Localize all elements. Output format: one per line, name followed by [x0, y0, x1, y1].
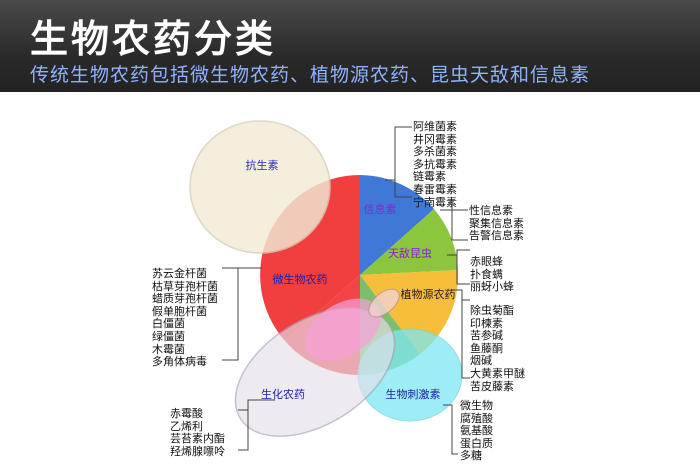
label-antibiotic: 抗生素 — [246, 158, 279, 172]
list-item: 除虫菊酯 — [470, 304, 514, 317]
list-item: 白僵菌 — [152, 317, 185, 331]
header-banner: 生物农药分类 传统生物农药包括微生物农药、植物源农药、昆虫天敌和信息素 — [0, 0, 700, 92]
list-item: 枯草芽孢杆菌 — [152, 279, 218, 293]
wedge-pheromone — [360, 175, 434, 275]
list-item: 链霉素 — [413, 170, 446, 184]
wedge-natural-enemy — [360, 209, 458, 275]
list-item: 大黄素甲醚 — [470, 366, 525, 380]
list-item: 春雷霉素 — [413, 182, 457, 196]
bracket-lines — [222, 126, 470, 455]
ellipse-biochemical-overlap — [304, 298, 382, 362]
list-item: 假单胞杆菌 — [152, 304, 207, 318]
label-microbial: 微生物农药 — [273, 272, 328, 286]
list-item: 多角体病毒 — [152, 355, 207, 369]
list-item: 蜡质芽孢杆菌 — [152, 292, 218, 306]
label-botanical: 植物源农药 — [401, 287, 456, 301]
natural-enemy-example-list: 赤眼蜂扑食螨丽蚜小蜂 — [470, 255, 514, 294]
list-item: 性信息素 — [469, 204, 513, 217]
label-biochemical: 生化农药 — [261, 387, 305, 401]
list-item: 羟烯腺嘌呤 — [170, 444, 225, 458]
antibiotic-example-list: 阿维菌素井冈霉素多杀菌素多抗霉素链霉素春雷霉素宁南霉素 — [413, 120, 457, 209]
list-item: 芸苔素内酯 — [170, 432, 225, 446]
list-item: 烟碱 — [470, 354, 492, 368]
list-item: 丽蚜小蜂 — [470, 280, 514, 294]
list-item: 多糖 — [460, 449, 482, 463]
list-item: 氨基酸 — [460, 424, 493, 438]
list-item: 赤霉酸 — [170, 407, 203, 420]
list-item: 告警信息素 — [469, 229, 524, 243]
list-item: 印楝素 — [470, 316, 503, 330]
list-item: 宁南霉素 — [413, 195, 457, 209]
list-item: 聚集信息素 — [469, 216, 524, 230]
microbial-example-list: 苏云金杆菌枯草芽孢杆菌蜡质芽孢杆菌假单胞杆菌白僵菌绿僵菌木霉菌多角体病毒 — [152, 267, 218, 369]
small-overlap-marker — [368, 288, 400, 318]
pheromone-example-list: 性信息素聚集信息素告警信息素 — [469, 204, 524, 243]
label-bio-stimulant: 生物刺激素 — [386, 387, 441, 401]
list-item: 苦参碱 — [470, 329, 503, 343]
list-item: 赤眼蜂 — [470, 255, 503, 268]
list-item: 苏云金杆菌 — [152, 267, 207, 280]
page-subtitle: 传统生物农药包括微生物农药、植物源农药、昆虫天敌和信息素 — [30, 64, 591, 86]
list-item: 多抗霉素 — [413, 157, 457, 171]
biochemical-example-list: 赤霉酸乙烯利芸苔素内酯羟烯腺嘌呤 — [170, 407, 225, 458]
list-item: 蛋白质 — [460, 436, 493, 450]
bio-stimulant-example-list: 微生物腐殖酸氨基酸蛋白质多糖 — [460, 399, 493, 463]
list-item: 微生物 — [460, 399, 493, 412]
list-item: 鱼藤酮 — [470, 341, 503, 355]
list-item: 多杀菌素 — [413, 145, 457, 159]
list-item: 绿僵菌 — [152, 329, 185, 343]
list-item: 乙烯利 — [170, 419, 203, 433]
list-item: 木霉菌 — [152, 342, 185, 356]
list-item: 井冈霉素 — [413, 132, 457, 146]
page-title: 生物农药分类 — [30, 17, 277, 61]
label-pheromone: 信息素 — [364, 202, 397, 216]
label-natural-enemy: 天敌昆虫 — [388, 246, 432, 260]
botanical-example-list: 除虫菊酯印楝素苦参碱鱼藤酮烟碱大黄素甲醚苦皮藤素 — [470, 304, 525, 393]
list-item: 扑食螨 — [470, 267, 503, 281]
circle-antibiotic — [189, 120, 331, 254]
list-item: 阿维菌素 — [413, 120, 457, 133]
list-item: 腐殖酸 — [460, 411, 493, 425]
list-item: 苦皮藤素 — [470, 379, 514, 393]
